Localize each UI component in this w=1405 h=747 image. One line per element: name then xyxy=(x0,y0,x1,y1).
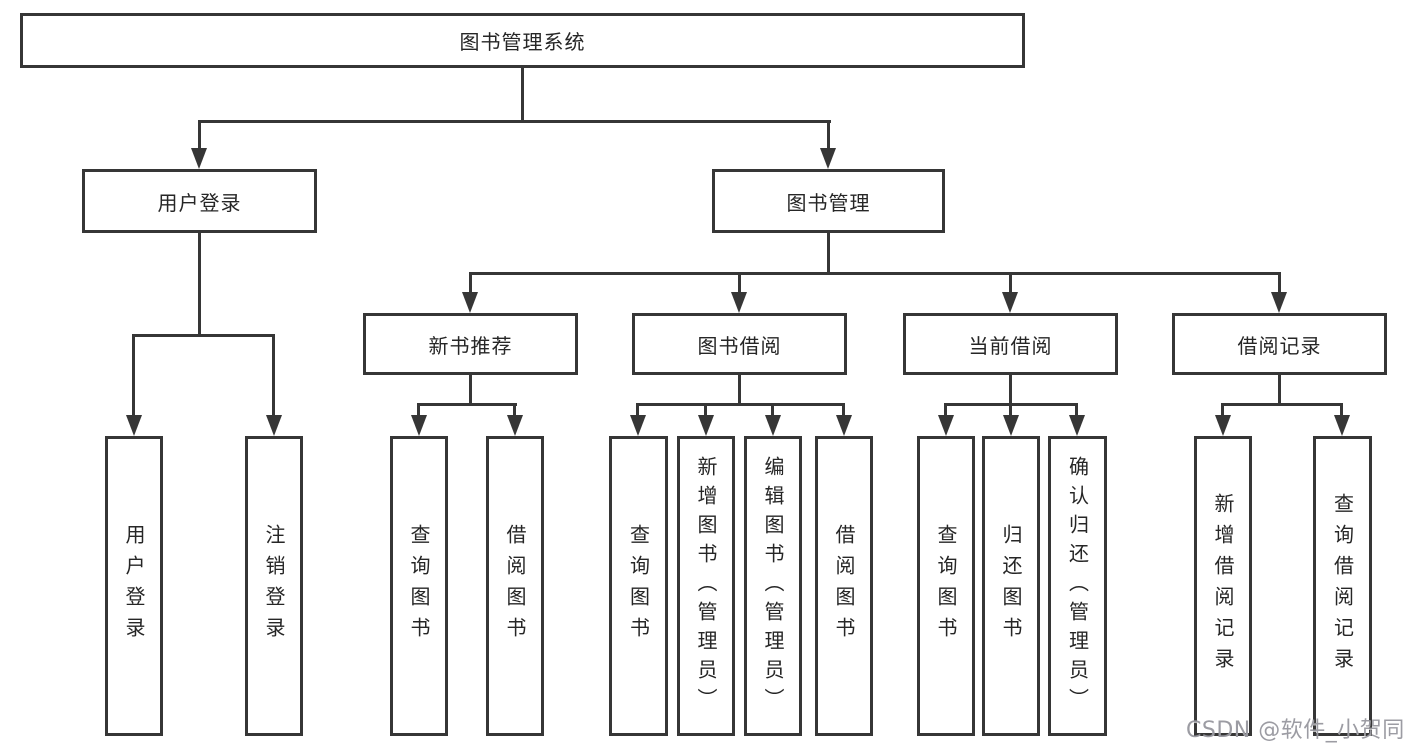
arrow-down-icon xyxy=(126,415,142,436)
leaf-current-query: 查询图书 xyxy=(917,436,975,736)
leaf-borrow-add-admin: 新增图书（管理员） xyxy=(677,436,735,736)
arrow-down-icon xyxy=(836,415,852,436)
connector-arrow-shaft xyxy=(704,403,707,419)
connector-arrow-shaft xyxy=(771,403,774,419)
connector-arrow-shaft xyxy=(842,403,845,419)
connector-group-stub xyxy=(738,375,741,406)
connector-bookmgmt-stub xyxy=(827,233,830,275)
connector-group-stub xyxy=(469,375,472,406)
connector-arrow-shaft xyxy=(1009,403,1012,419)
arrow-down-icon xyxy=(765,415,781,436)
arrow-down-icon xyxy=(1334,415,1350,436)
leaf-logout: 注销登录 xyxy=(245,436,303,736)
node-borrow-record: 借阅记录 xyxy=(1172,313,1387,375)
connector-group-bar xyxy=(417,403,517,406)
connector-arrow-shaft xyxy=(1075,403,1078,419)
connector-group-stub xyxy=(1009,375,1012,406)
arrow-down-icon xyxy=(1069,415,1085,436)
connector-userlogin-stub xyxy=(198,233,201,337)
arrow-down-icon xyxy=(938,415,954,436)
csdn-watermark: CSDN @软件_小贺同学 xyxy=(1186,718,1405,743)
connector-root-stub xyxy=(521,68,524,123)
connector-arrow-shaft xyxy=(1278,272,1281,296)
connector-arrow-shaft xyxy=(636,403,639,419)
leaf-borrow-edit-admin: 编辑图书（管理员） xyxy=(744,436,802,736)
leaf-current-return: 归还图书 xyxy=(982,436,1040,736)
leaf-newbook-query: 查询图书 xyxy=(390,436,448,736)
connector-arrow-shaft xyxy=(944,403,947,419)
arrow-down-icon xyxy=(1215,415,1231,436)
connector-level3-bar xyxy=(469,272,1281,275)
connector-group-bar xyxy=(1221,403,1343,406)
arrow-down-icon xyxy=(462,292,478,313)
leaf-user-login: 用户登录 xyxy=(105,436,163,736)
arrow-down-icon xyxy=(1002,292,1018,313)
connector-arrow-shaft xyxy=(1009,272,1012,296)
node-new-book-recommend: 新书推荐 xyxy=(363,313,578,375)
connector-arrow-shaft xyxy=(513,403,516,419)
arrow-down-icon xyxy=(266,415,282,436)
leaf-borrow-query: 查询图书 xyxy=(609,436,668,736)
connector-arrow-shaft xyxy=(132,334,135,419)
connector-arrow-shaft xyxy=(738,272,741,296)
connector-group-bar xyxy=(636,403,845,406)
node-book-borrow: 图书借阅 xyxy=(632,313,847,375)
connector-arrow-shaft xyxy=(272,334,275,419)
connector-level2-bar xyxy=(198,120,831,123)
node-user-login: 用户登录 xyxy=(82,169,317,233)
arrow-down-icon xyxy=(1271,292,1287,313)
node-current-borrow: 当前借阅 xyxy=(903,313,1118,375)
arrow-down-icon xyxy=(820,148,836,169)
connector-arrow-shaft xyxy=(417,403,420,419)
arrow-down-icon xyxy=(630,415,646,436)
leaf-borrow-borrow: 借阅图书 xyxy=(815,436,873,736)
connector-group-stub xyxy=(1278,375,1281,406)
connector-arrow-shaft xyxy=(1221,403,1224,419)
arrow-down-icon xyxy=(507,415,523,436)
leaf-record-query: 查询借阅记录 xyxy=(1313,436,1372,736)
node-root: 图书管理系统 xyxy=(20,13,1025,68)
connector-arrow-shaft xyxy=(827,120,830,151)
arrow-down-icon xyxy=(191,148,207,169)
leaf-record-add: 新增借阅记录 xyxy=(1194,436,1252,736)
leaf-current-confirm-admin: 确认归还（管理员） xyxy=(1048,436,1107,736)
arrow-down-icon xyxy=(731,292,747,313)
connector-arrow-shaft xyxy=(1340,403,1343,419)
node-book-management: 图书管理 xyxy=(712,169,945,233)
connector-arrow-shaft xyxy=(198,120,201,151)
arrow-down-icon xyxy=(1003,415,1019,436)
arrow-down-icon xyxy=(411,415,427,436)
arrow-down-icon xyxy=(698,415,714,436)
leaf-newbook-borrow: 借阅图书 xyxy=(486,436,544,736)
connector-arrow-shaft xyxy=(469,272,472,296)
connector-userlogin-bar xyxy=(132,334,275,337)
